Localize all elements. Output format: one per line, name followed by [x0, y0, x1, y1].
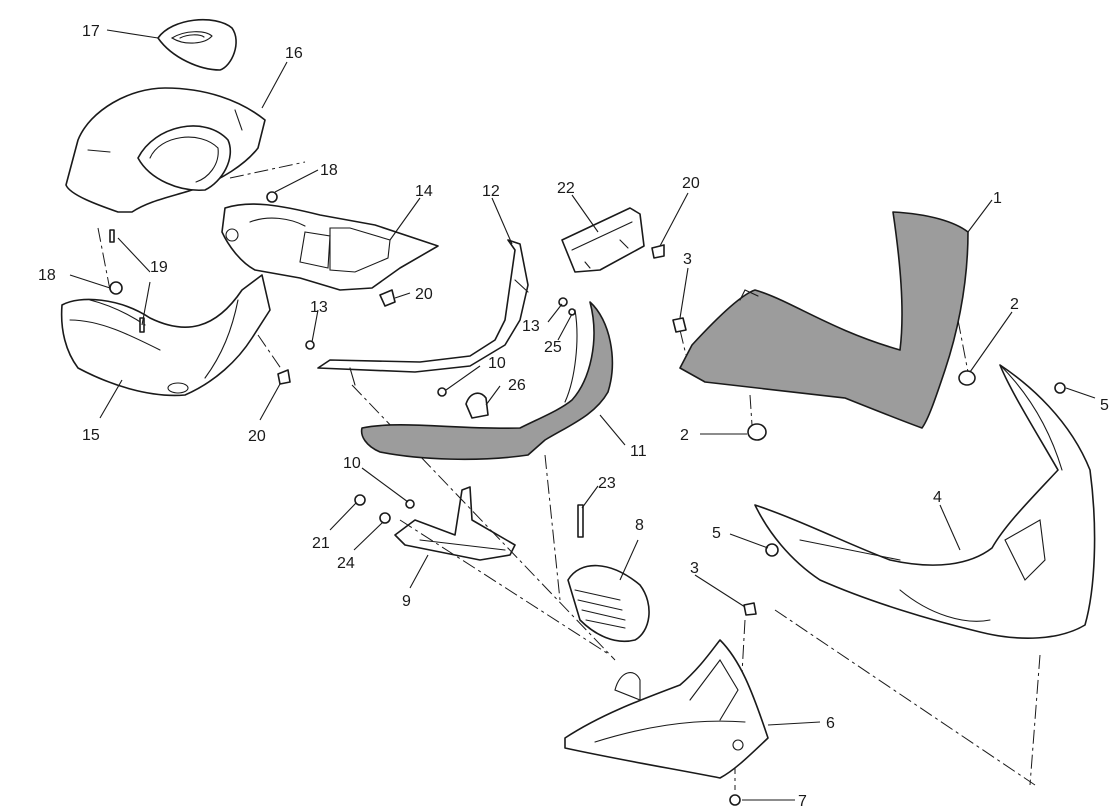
callout-6: 6 [826, 715, 835, 732]
callout-10b: 10 [343, 455, 361, 472]
part-13-screw-a [305, 340, 315, 350]
part-10-screw-a [437, 387, 447, 397]
part-4-lower-fairing [754, 364, 1096, 639]
callout-17: 17 [82, 23, 100, 40]
callout-2a: 2 [1010, 296, 1019, 313]
callout-23: 23 [598, 475, 616, 492]
part-5-screw-a [1054, 382, 1066, 394]
callout-13b: 13 [522, 318, 540, 335]
callout-5a: 5 [1100, 397, 1109, 414]
callout-5b: 5 [712, 525, 721, 542]
part-7-screw [729, 794, 741, 806]
part-22-bracket-plate [561, 207, 645, 273]
callout-20b: 20 [248, 428, 266, 445]
callout-16: 16 [285, 45, 303, 62]
callout-2b: 2 [680, 427, 689, 444]
part-24-washer [379, 512, 391, 524]
callout-3b: 3 [690, 560, 699, 577]
part-14-inner-panel [221, 203, 439, 291]
part-6-belly-pan [564, 639, 769, 779]
part-19-clip-a [109, 229, 115, 243]
part-5-screw-b [765, 543, 779, 557]
part-13-screw-b [558, 297, 568, 307]
part-18-grommet-b [109, 281, 123, 295]
callout-12: 12 [482, 183, 500, 200]
callout-20a: 20 [415, 286, 433, 303]
leader-lines [69, 29, 1096, 801]
callout-18b: 18 [38, 267, 56, 284]
part-12-bracket [317, 239, 529, 386]
callout-20c: 20 [682, 175, 700, 192]
part-3-nut-b [743, 602, 757, 616]
callout-22: 22 [557, 180, 575, 197]
part-15-side-panel [60, 274, 271, 397]
part-3-nut-a [672, 317, 687, 333]
callout-labels: 17 16 18 14 12 22 20 1 3 2 5 2 4 5 3 8 6… [38, 23, 1109, 810]
part-11-nose-fairing [360, 301, 614, 461]
callout-24: 24 [337, 555, 355, 572]
part-2-grommet-a [958, 370, 976, 386]
part-16-upper-fairing [65, 87, 266, 213]
callout-26: 26 [508, 377, 526, 394]
callout-9: 9 [402, 593, 411, 610]
callout-15: 15 [82, 427, 100, 444]
callout-18a: 18 [320, 162, 338, 179]
part-20-nut-c [651, 244, 665, 259]
part-26-clip [465, 392, 489, 419]
part-9-mount-bracket [394, 486, 516, 561]
callout-19: 19 [150, 259, 168, 276]
part-18-grommet-a [266, 191, 278, 203]
callout-13a: 13 [310, 299, 328, 316]
part-20-nut-a [379, 289, 396, 307]
part-20-nut-b [277, 369, 291, 385]
callout-11: 11 [630, 443, 647, 460]
callout-4: 4 [933, 489, 942, 506]
part-23-rod [577, 504, 584, 538]
part-21-screw [354, 494, 366, 506]
callout-21: 21 [312, 535, 330, 552]
callout-7: 7 [798, 793, 807, 810]
part-8-vent-grille [567, 564, 650, 643]
callout-14: 14 [415, 183, 433, 200]
part-17-filler-cap [157, 18, 237, 71]
callout-10a: 10 [488, 355, 506, 372]
callout-25: 25 [544, 339, 562, 356]
callout-8: 8 [635, 517, 644, 534]
callout-3a: 3 [683, 251, 692, 268]
callout-1: 1 [993, 190, 1002, 207]
part-1-main-fairing [679, 211, 969, 429]
part-2-grommet-b [747, 423, 767, 441]
